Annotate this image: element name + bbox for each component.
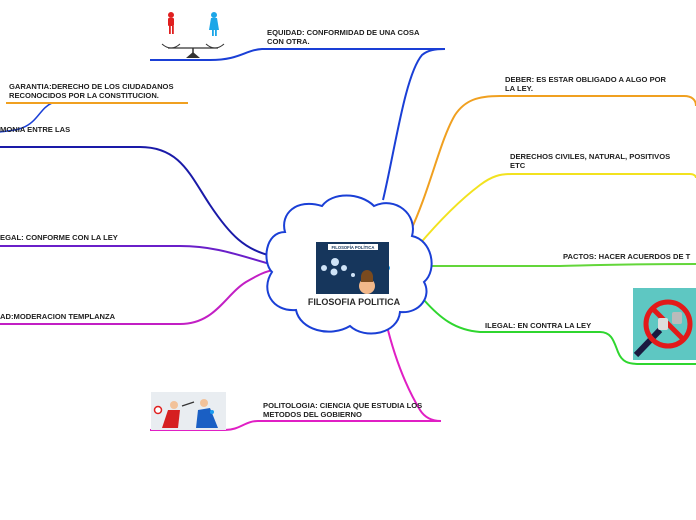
label-pactos-line-1: PACTOS: HACER ACUERDOS DE T	[563, 252, 691, 261]
label-garantia-line-2: RECONOCIDOS POR LA CONSTITUCION.	[9, 91, 159, 100]
branch-deber	[409, 95, 696, 233]
central-topic-image: FILOSOFÍA POLÍTICA	[316, 242, 389, 294]
label-templanza-line-1: AD:MODERACION TEMPLANZA	[0, 312, 116, 321]
label-legal[interactable]: EGAL: CONFORME CON LA LEY	[0, 233, 118, 242]
branch-politologia	[150, 321, 442, 431]
branch-equidad	[150, 48, 446, 201]
label-equidad[interactable]: EQUIDAD: CONFORMIDAD DE UNA COSA CON OTR…	[267, 28, 419, 46]
branch-derechos	[417, 173, 696, 247]
label-politologia-line-1: POLITOLOGIA: CIENCIA QUE ESTUDIA LOS	[263, 401, 423, 410]
branch-templanza	[0, 269, 275, 325]
label-templanza[interactable]: AD:MODERACION TEMPLANZA	[0, 312, 115, 321]
branch-armonia	[0, 146, 273, 257]
label-deber-line-2: LA LEY.	[505, 84, 533, 93]
label-pactos[interactable]: PACTOS: HACER ACUERDOS DE T	[563, 252, 690, 261]
politicians-debate-icon	[151, 392, 226, 430]
central-topic-title[interactable]: FILOSOFIA POLITICA	[307, 297, 401, 307]
label-derechos-line-2: ETC	[510, 161, 526, 170]
label-ilegal[interactable]: ILEGAL: EN CONTRA LA LEY	[485, 321, 591, 330]
label-equidad-line-2: CON OTRA.	[267, 37, 310, 46]
branch-pactos	[430, 263, 696, 267]
branch-garantia	[0, 102, 188, 133]
label-equidad-line-1: EQUIDAD: CONFORMIDAD DE UNA COSA	[267, 28, 420, 37]
label-derechos[interactable]: DERECHOS CIVILES, NATURAL, POSITIVOS ETC	[510, 152, 670, 170]
label-politologia-line-2: METODOS DEL GOBIERNO	[263, 410, 362, 419]
label-derechos-line-1: DERECHOS CIVILES, NATURAL, POSITIVOS	[510, 152, 671, 161]
label-politologia[interactable]: POLITOLOGIA: CIENCIA QUE ESTUDIA LOS MET…	[263, 401, 422, 419]
central-image-caption: FILOSOFÍA POLÍTICA	[332, 245, 375, 250]
label-deber-line-1: DEBER: ES ESTAR OBLIGADO A ALGO POR	[505, 75, 667, 84]
label-armonia-line-1: MONIA ENTRE LAS	[0, 125, 71, 134]
label-garantia[interactable]: GARANTIA:DERECHO DE LOS CIUDADANOS RECON…	[9, 82, 174, 100]
balance-scale-gender-icon	[161, 12, 225, 58]
label-deber[interactable]: DEBER: ES ESTAR OBLIGADO A ALGO POR LA L…	[505, 75, 666, 93]
label-ilegal-line-1: ILEGAL: EN CONTRA LA LEY	[485, 321, 592, 330]
label-armonia[interactable]: MONIA ENTRE LAS	[0, 125, 70, 134]
label-garantia-line-1: GARANTIA:DERECHO DE LOS CIUDADANOS	[9, 82, 174, 91]
prohibited-sign-icon	[633, 288, 696, 360]
branch-ilegal	[423, 299, 696, 365]
label-legal-line-1: EGAL: CONFORME CON LA LEY	[0, 233, 118, 242]
branch-legal	[0, 245, 271, 265]
